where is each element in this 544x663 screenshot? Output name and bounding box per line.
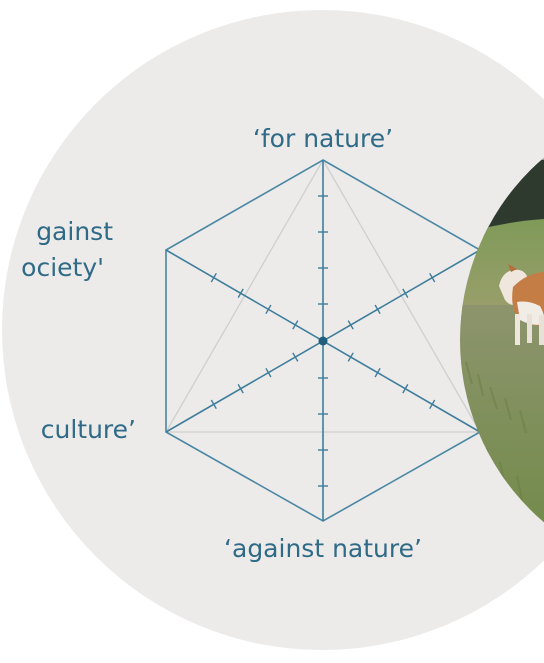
tick-mark-diagonal-up bbox=[347, 320, 354, 330]
cow-leg-rear bbox=[539, 315, 544, 345]
cow-leg-front-right bbox=[527, 314, 532, 343]
tick-mark-diagonal-down bbox=[429, 399, 436, 410]
cow-body-white bbox=[517, 301, 544, 325]
tick-mark-diagonal-up bbox=[292, 352, 299, 362]
tick-mark-diagonal-down bbox=[374, 367, 381, 378]
cow-ear bbox=[508, 264, 517, 272]
background-disc bbox=[2, 10, 544, 650]
tick-mark-diagonal-down bbox=[402, 384, 409, 394]
tick-mark-diagonal-down bbox=[265, 304, 272, 315]
center-dot bbox=[318, 336, 328, 346]
tick-mark-diagonal-up bbox=[374, 304, 381, 315]
label-bottom: ‘against nature’ bbox=[224, 534, 422, 563]
tick-mark-diagonal-up bbox=[402, 288, 409, 298]
tick-mark-diagonal-down bbox=[237, 288, 244, 298]
cow-leg-front-left bbox=[515, 314, 520, 345]
label-upper-left-line2: ociety' bbox=[21, 253, 104, 282]
label-top: ‘for nature’ bbox=[253, 124, 393, 153]
tick-mark-diagonal-up bbox=[265, 367, 272, 378]
tick-mark-diagonal-up bbox=[429, 272, 436, 283]
tick-mark-diagonal-up bbox=[210, 399, 217, 410]
tick-mark-diagonal-down bbox=[347, 352, 354, 362]
tick-marks bbox=[210, 195, 436, 487]
cow bbox=[499, 264, 544, 345]
labels: ‘for nature’ gainst ociety' culture’ ‘ag… bbox=[21, 124, 422, 563]
label-lower-left: culture’ bbox=[41, 415, 136, 444]
tick-mark-diagonal-up bbox=[237, 384, 244, 394]
tick-mark-diagonal-down bbox=[210, 272, 217, 283]
label-upper-left-line1: gainst bbox=[36, 217, 113, 246]
tick-mark-diagonal-down bbox=[292, 320, 299, 330]
